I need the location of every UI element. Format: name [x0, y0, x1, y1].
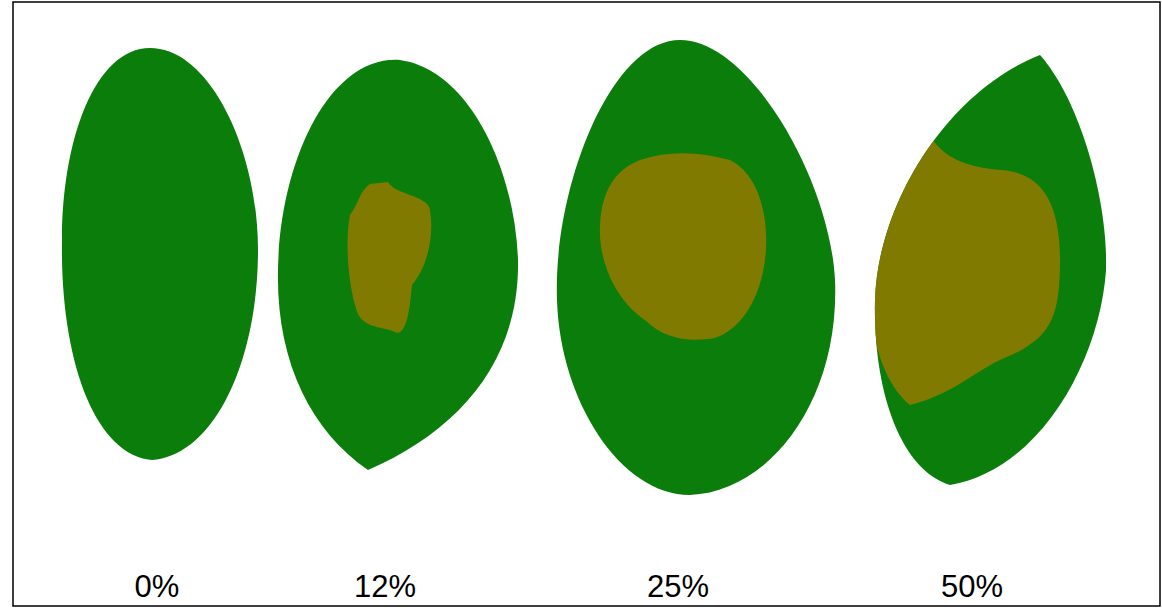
- healthy-leaf: [62, 48, 258, 460]
- severity-label: 12%: [354, 570, 416, 604]
- frame: [13, 2, 1160, 606]
- severity-label: 25%: [647, 570, 709, 604]
- lesion: [600, 153, 766, 339]
- leaf: [557, 40, 835, 495]
- severity-label: 0%: [135, 570, 180, 604]
- leaf: [278, 60, 518, 470]
- lesion: [870, 130, 1060, 405]
- lesion: [348, 182, 432, 333]
- severity-label: 50%: [941, 570, 1003, 604]
